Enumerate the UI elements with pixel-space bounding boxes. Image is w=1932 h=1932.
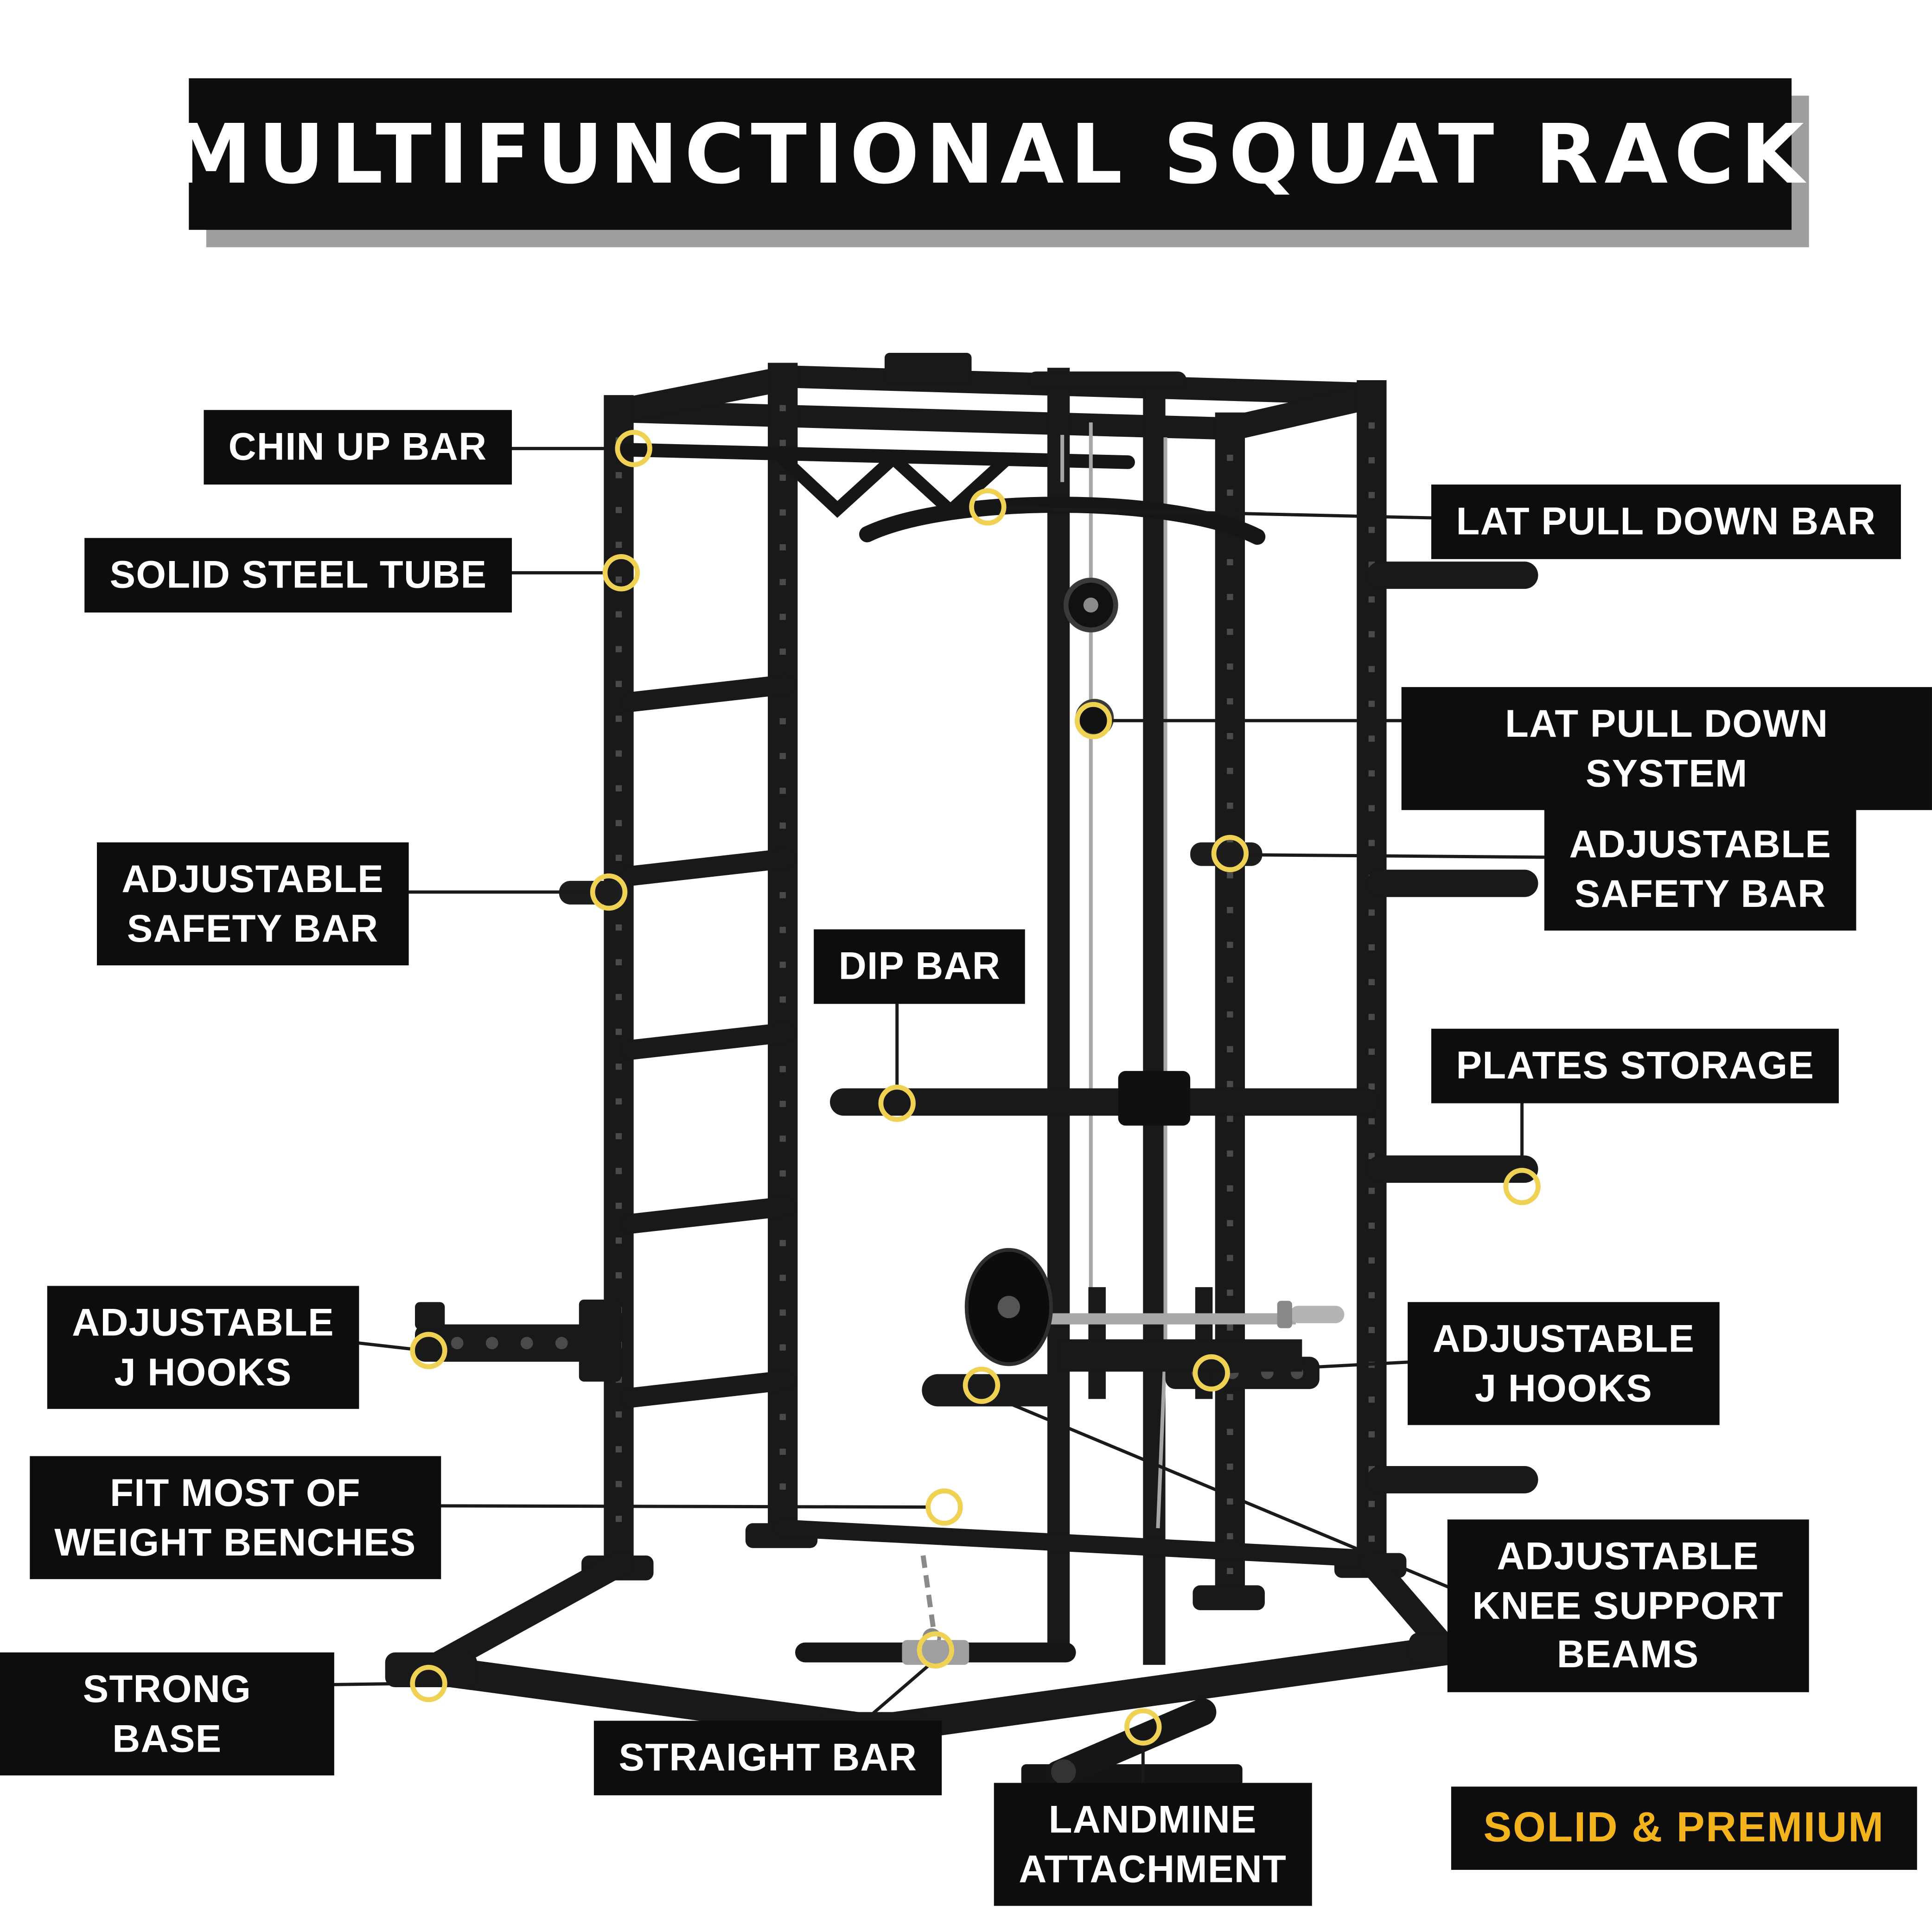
callout-knee-support-beams: ADJUSTABLE KNEE SUPPORT BEAMS xyxy=(1447,1519,1809,1692)
rack-left-frame xyxy=(581,363,818,1581)
lat-pulldown-tower xyxy=(859,368,1266,1665)
marker-strong-base xyxy=(410,1664,447,1702)
callout-lat-pull-down-system: LAT PULL DOWN SYSTEM xyxy=(1401,687,1932,811)
marker-landmine xyxy=(1124,1708,1162,1746)
title-banner: MULTIFUNCTIONAL SQUAT RACK xyxy=(170,78,1809,248)
landmine-part xyxy=(1021,1698,1243,1788)
marker-lat-pull-down-system xyxy=(1074,702,1112,740)
marker-safety-bar-right xyxy=(1211,835,1249,873)
callout-landmine: LANDMINE ATTACHMENT xyxy=(994,1783,1312,1906)
marker-knee-support-beams xyxy=(963,1366,1001,1404)
marker-plates-storage xyxy=(1503,1167,1541,1205)
row-and-knee-assembly xyxy=(922,1248,1345,1407)
callout-plates-storage: PLATES STORAGE xyxy=(1431,1028,1839,1103)
callout-dip-bar: DIP BAR xyxy=(814,929,1026,1004)
callout-chin-up-bar: CHIN UP BAR xyxy=(204,410,512,485)
lat-bar-part xyxy=(859,497,1266,545)
marker-lat-pull-down-bar xyxy=(969,488,1007,526)
solid-premium-badge: SOLID & PREMIUM xyxy=(1451,1786,1917,1870)
marker-solid-steel-tube xyxy=(602,554,640,592)
straight-bar-part xyxy=(795,1555,1076,1665)
marker-chin-up-bar xyxy=(615,430,652,467)
left-j-hook-arm xyxy=(415,1299,621,1382)
callout-safety-bar-left: ADJUSTABLE SAFETY BAR xyxy=(96,842,409,966)
callout-solid-steel-tube: SOLID STEEL TUBE xyxy=(85,538,512,612)
marker-straight-bar xyxy=(917,1631,955,1669)
dip-bar-part xyxy=(830,1071,1379,1126)
page-title: MULTIFUNCTIONAL SQUAT RACK xyxy=(170,78,1804,230)
callout-lat-pull-down-bar: LAT PULL DOWN BAR xyxy=(1431,485,1901,559)
callout-strong-base: STRONG BASE xyxy=(0,1652,334,1776)
knee-support-beam-part xyxy=(922,1374,1061,1407)
plate-storage-pegs xyxy=(1366,561,1538,1493)
callout-straight-bar: STRAIGHT BAR xyxy=(593,1721,942,1795)
callout-weight-benches: FIT MOST OF WEIGHT BENCHES xyxy=(29,1456,441,1580)
callout-j-hooks-right: ADJUSTABLE J HOOKS xyxy=(1408,1302,1720,1426)
marker-j-hooks-right xyxy=(1192,1354,1230,1392)
callout-safety-bar-right: ADJUSTABLE SAFETY BAR xyxy=(1544,807,1856,931)
callout-markers xyxy=(410,430,1541,1746)
marker-dip-bar xyxy=(878,1084,916,1122)
marker-weight-benches xyxy=(925,1488,963,1526)
marker-j-hooks-left xyxy=(410,1332,447,1370)
marker-safety-bar-left xyxy=(590,873,628,911)
callout-j-hooks-left: ADJUSTABLE J HOOKS xyxy=(47,1286,359,1409)
